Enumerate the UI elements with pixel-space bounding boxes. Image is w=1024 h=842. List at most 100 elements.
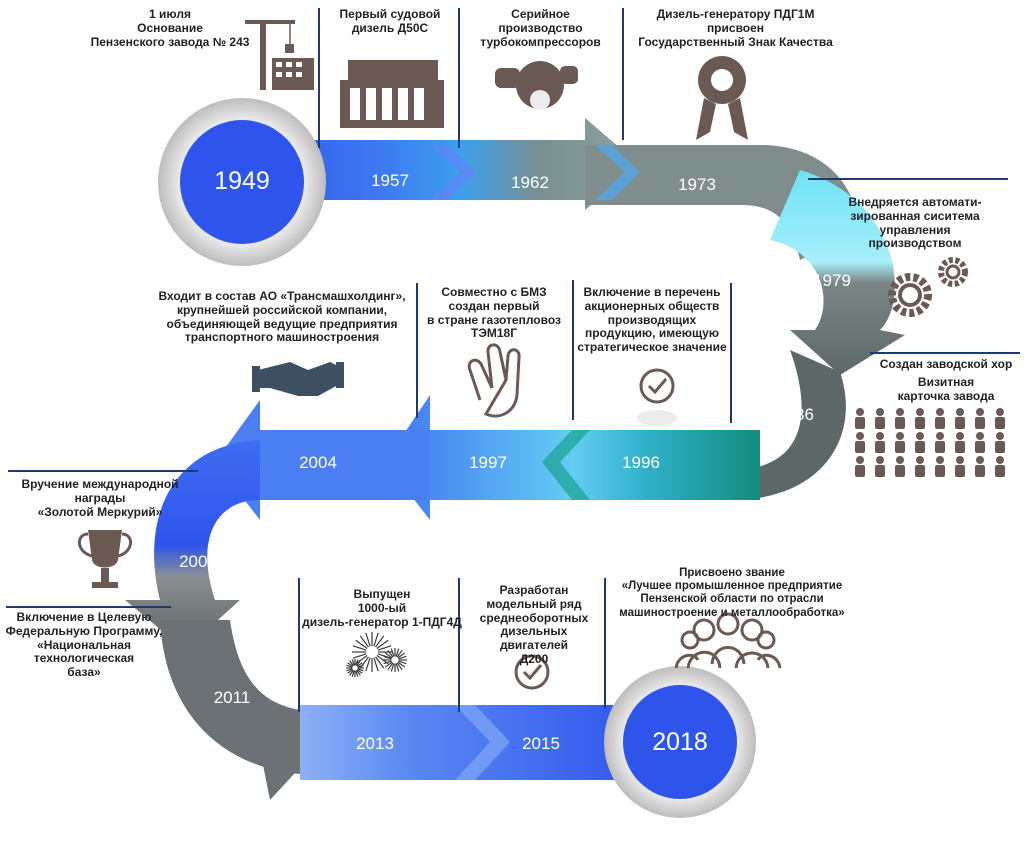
choir-person-head bbox=[896, 456, 904, 464]
year-2004: 2004 bbox=[299, 453, 337, 472]
choir-person-head bbox=[936, 432, 944, 440]
firework-ray bbox=[398, 660, 407, 665]
choir-person-body bbox=[915, 441, 925, 453]
firework-ray bbox=[375, 656, 385, 669]
event-1973: Дизель-генератору ПДГ1М присвоен Государ… bbox=[638, 7, 833, 49]
people-group-icon bbox=[674, 612, 782, 669]
chevron-1962 bbox=[595, 145, 640, 200]
timeline-curve-left-arrow bbox=[250, 700, 330, 800]
firework-ray bbox=[373, 657, 379, 672]
choir-person-body bbox=[975, 441, 985, 453]
choir-person-body bbox=[935, 441, 945, 453]
pin-2006 bbox=[8, 470, 198, 472]
choir-person-head bbox=[876, 408, 884, 416]
event-2018: Присвоено звание «Лучшее промышленное пр… bbox=[619, 567, 845, 619]
check-icon-1996 bbox=[637, 368, 677, 426]
year-1973: 1973 bbox=[678, 175, 716, 194]
event-1949: 1 июля Основание Пензенского завода № 24… bbox=[90, 7, 250, 49]
choir-person-head bbox=[856, 432, 864, 440]
firework-ray bbox=[387, 649, 394, 658]
timeline-band-row2 bbox=[385, 395, 760, 520]
firework-ray bbox=[398, 655, 407, 660]
choir-person-head bbox=[976, 432, 984, 440]
choir-person-body bbox=[875, 441, 885, 453]
firework-ray bbox=[387, 662, 394, 671]
choir-person-body bbox=[915, 417, 925, 429]
year-1979: 1979 bbox=[813, 271, 851, 290]
firework-ray bbox=[397, 652, 406, 659]
year-2006: 2006 bbox=[179, 552, 217, 571]
fireworks-icon bbox=[346, 632, 407, 677]
timeline-curve-right bbox=[770, 170, 905, 375]
pin-1962 bbox=[458, 8, 460, 148]
firework-ray bbox=[356, 662, 363, 667]
timeline-band-row3 bbox=[300, 705, 650, 780]
pin-1973 bbox=[622, 8, 624, 140]
firework-ray bbox=[357, 668, 364, 672]
choir-person-body bbox=[995, 417, 1005, 429]
year-1996: 1996 bbox=[622, 453, 660, 472]
choir-person-head bbox=[996, 432, 1004, 440]
firework-ray bbox=[347, 662, 354, 667]
firework-ray bbox=[395, 648, 400, 657]
firework-ray bbox=[376, 639, 389, 649]
event-2006: Вручение международной награды «Золотой … bbox=[21, 477, 179, 519]
event-2015: Разработан модельный ряд среднеоборотных… bbox=[479, 583, 589, 666]
event-1962: Серийное производство турбокомпрессоров bbox=[480, 7, 601, 49]
circle-1949 bbox=[180, 120, 304, 244]
choir-person-head bbox=[936, 408, 944, 416]
gears-icon bbox=[888, 257, 968, 317]
year-2018: 2018 bbox=[652, 728, 708, 756]
firework-ray bbox=[396, 649, 403, 658]
choir-person-head bbox=[896, 432, 904, 440]
year-1962: 1962 bbox=[511, 173, 549, 192]
firework-ray bbox=[347, 669, 354, 674]
event-1986a: Создан заводской хор bbox=[879, 357, 1013, 371]
handshake-icon bbox=[252, 362, 344, 396]
chevron-2013 bbox=[455, 705, 510, 780]
choir-person-head bbox=[976, 408, 984, 416]
firework-ray bbox=[356, 669, 361, 676]
choir-person-body bbox=[955, 441, 965, 453]
trophy-icon bbox=[78, 530, 132, 588]
choir-person-body bbox=[915, 465, 925, 477]
choir-person-head bbox=[856, 456, 864, 464]
firework-ray bbox=[397, 661, 406, 668]
choir-person-head bbox=[936, 456, 944, 464]
event-1996: Включение в перечень акционерных обществ… bbox=[577, 285, 727, 355]
pin-2018 bbox=[604, 578, 606, 708]
choir-person-body bbox=[875, 417, 885, 429]
event-1979: Внедряется автомати- зированная сиситема… bbox=[848, 195, 982, 251]
choir-person-body bbox=[875, 465, 885, 477]
choir-person-body bbox=[935, 417, 945, 429]
year-1949: 1949 bbox=[214, 167, 270, 195]
year-2015: 2015 bbox=[522, 734, 560, 753]
diesel-engine-icon bbox=[340, 60, 444, 128]
turbocharger-icon bbox=[495, 61, 578, 110]
choir-person-body bbox=[995, 441, 1005, 453]
firework-ray bbox=[365, 657, 371, 672]
firework-ray bbox=[383, 655, 392, 660]
choir-person-body bbox=[975, 417, 985, 429]
firework-ray bbox=[355, 639, 368, 649]
choir-person-body bbox=[935, 465, 945, 477]
chevron-1957 bbox=[430, 145, 476, 200]
firework-ray bbox=[384, 661, 393, 668]
pin-2013 bbox=[298, 578, 300, 712]
choir-person-body bbox=[955, 417, 965, 429]
choir-person-body bbox=[855, 441, 865, 453]
choir-person-head bbox=[916, 408, 924, 416]
choir-person-head bbox=[896, 408, 904, 416]
choir-person-body bbox=[955, 465, 965, 477]
year-1957: 1957 bbox=[371, 171, 409, 190]
medal-icon bbox=[696, 56, 748, 140]
pin-1949 bbox=[318, 8, 320, 148]
choir-person-head bbox=[956, 432, 964, 440]
choir-person-body bbox=[995, 465, 1005, 477]
choir-icon bbox=[855, 408, 1005, 477]
chevron-1996 bbox=[542, 430, 590, 500]
choir-person-head bbox=[996, 408, 1004, 416]
firework-ray bbox=[356, 660, 361, 667]
firework-ray bbox=[352, 653, 367, 659]
